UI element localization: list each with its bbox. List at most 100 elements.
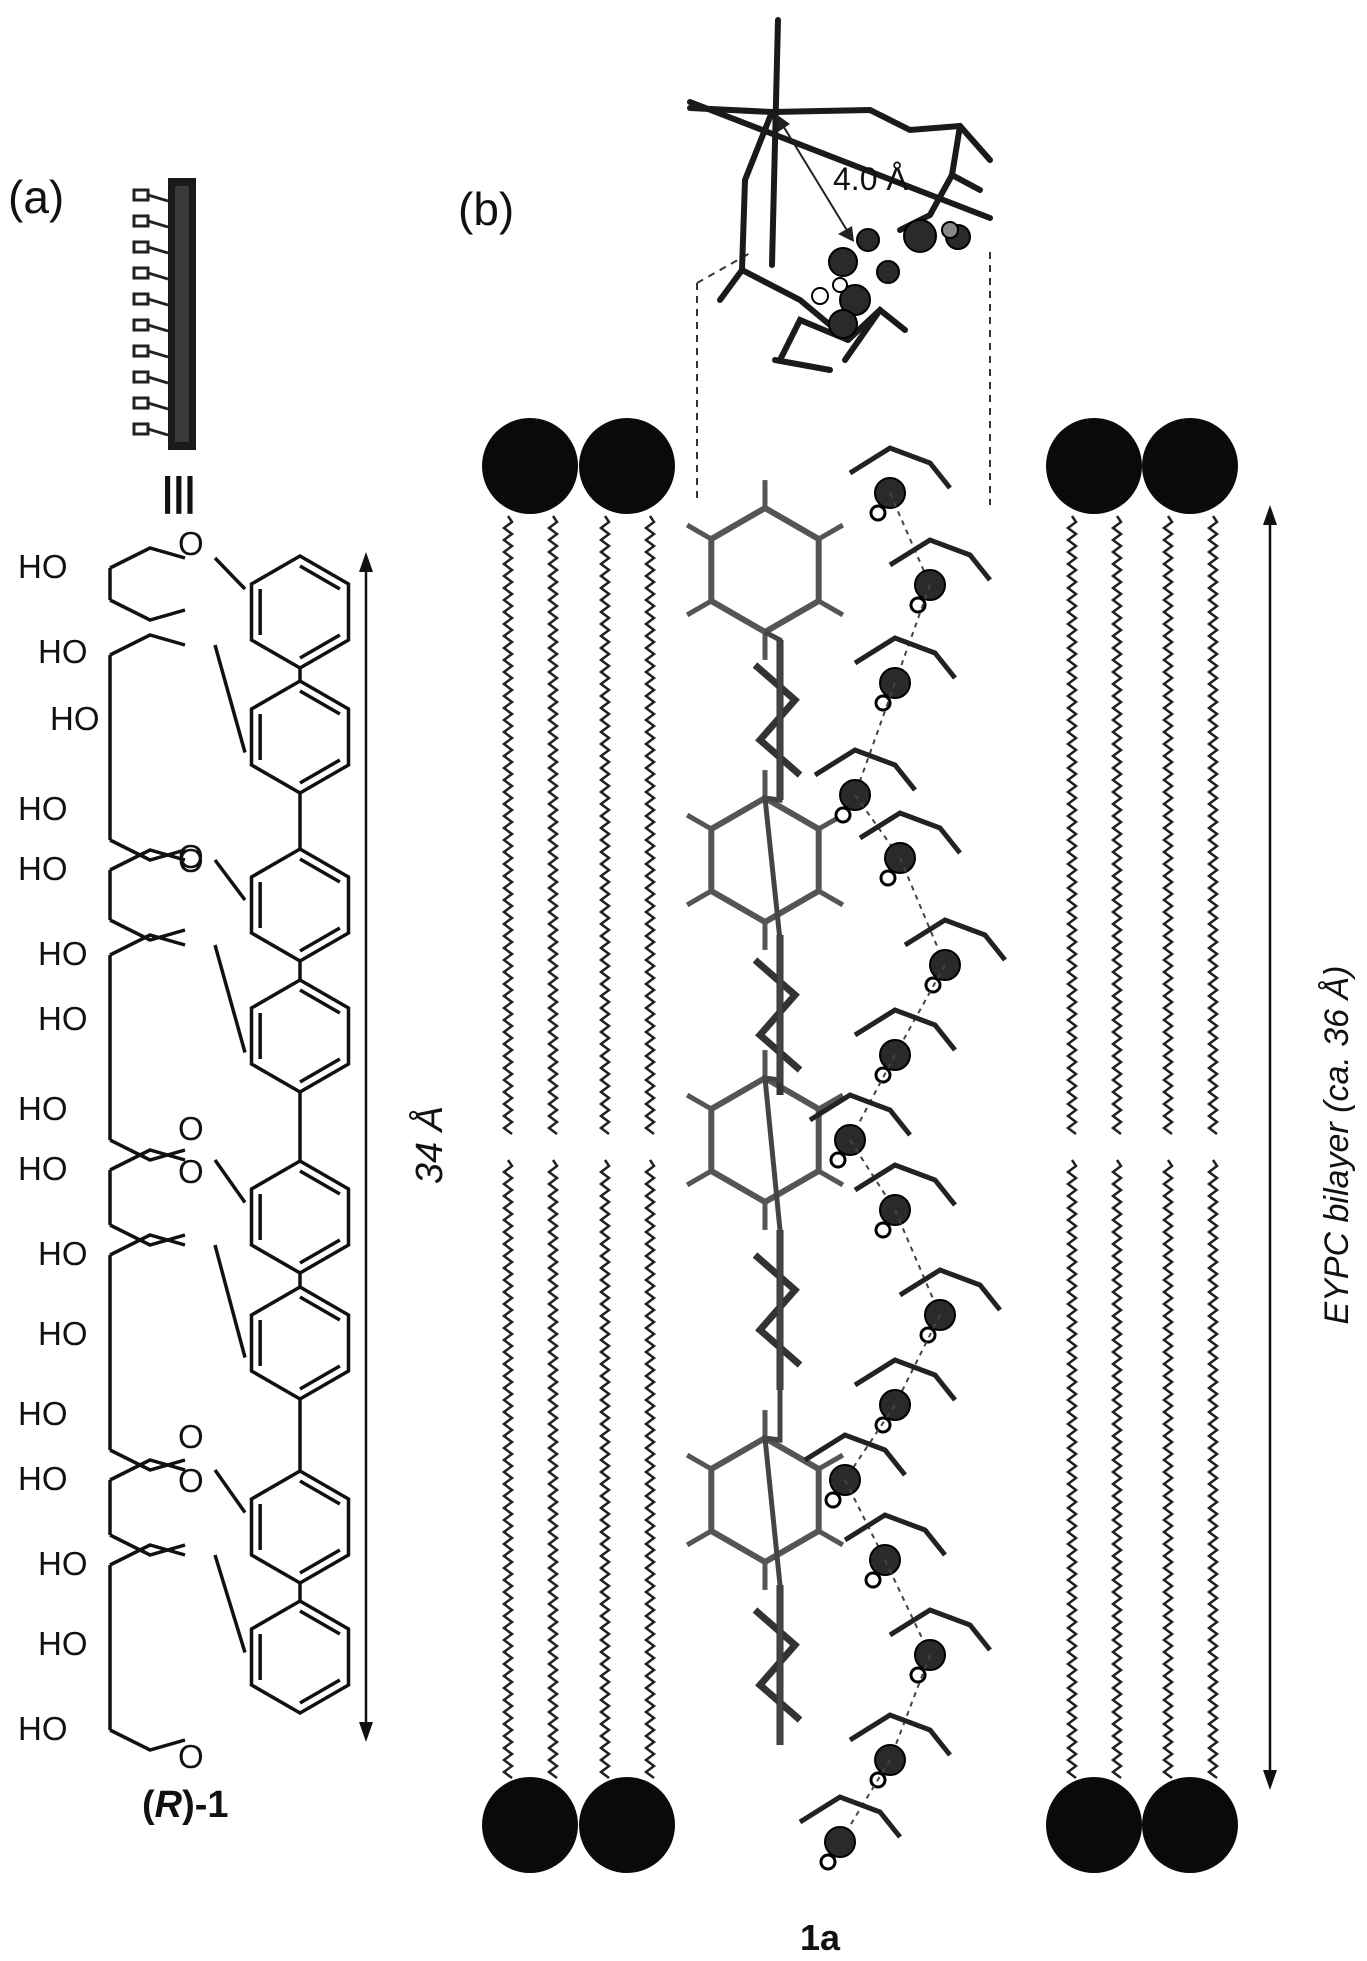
hydrogen-bond-line xyxy=(685,812,713,832)
side-chain xyxy=(903,917,1007,962)
benzene-ring xyxy=(249,1284,351,1402)
hydroxyl-hydrogen xyxy=(869,504,887,522)
hydroxyl-hydrogen xyxy=(834,806,852,824)
h-bond-dash xyxy=(839,1759,891,1843)
lipid-tail xyxy=(598,515,612,1135)
lipid-tail xyxy=(546,1159,560,1779)
side-chain xyxy=(853,1162,957,1207)
ho-label: HO xyxy=(18,1150,68,1187)
side-chain xyxy=(898,1267,1002,1312)
panel-a: (a) ||| HO HO HO HO HO HO HO HO HO HO HO… xyxy=(8,171,451,1826)
side-chain xyxy=(813,747,917,792)
ho-label: HO xyxy=(18,1090,68,1127)
top-view-molecule xyxy=(687,17,993,373)
strip-bit xyxy=(132,396,169,411)
ho-label: HO xyxy=(38,1315,88,1352)
hydrogen-bond-line xyxy=(685,522,713,542)
strip-bit xyxy=(132,344,169,359)
double-bond xyxy=(299,1479,341,1506)
ho-label: HO xyxy=(38,1000,88,1037)
glycerol-chain xyxy=(108,848,247,942)
ho-label: HO xyxy=(38,1545,88,1582)
hydroxyl-hydrogen xyxy=(819,1853,837,1871)
hydrogen-bond-line xyxy=(685,598,713,618)
lipid-head-circle xyxy=(1046,1777,1142,1873)
backbone xyxy=(762,629,783,1745)
ho-label: HO xyxy=(18,790,68,827)
panel-a-label: (a) xyxy=(8,171,64,223)
side-chain xyxy=(803,1432,907,1477)
ether-o-label: O xyxy=(178,1110,204,1147)
double-bond xyxy=(299,564,341,591)
strip-bit xyxy=(132,318,169,333)
glycerol-chain xyxy=(108,1233,247,1472)
top-view-oxygens xyxy=(811,219,971,339)
double-bond xyxy=(299,1364,341,1391)
ho-label: HO xyxy=(18,1710,68,1747)
lipid-tail xyxy=(1161,1159,1175,1779)
hydrogen-bond-line xyxy=(817,1452,845,1472)
distance-arrow xyxy=(776,114,854,242)
hydroxyl-hydrogen xyxy=(864,1571,882,1589)
side-chain xyxy=(888,1607,992,1652)
strip-bit xyxy=(132,292,169,307)
hydrogen-bond-line xyxy=(817,1092,845,1112)
hydrogen-bond-line xyxy=(817,1528,845,1548)
lipid-head-circle xyxy=(482,1777,578,1873)
hydrogen-bond-line xyxy=(817,522,845,542)
r1-structure xyxy=(108,546,351,1752)
h-bond-dash xyxy=(849,1054,896,1141)
lipid-tails xyxy=(501,515,1220,1779)
lipid-head-circle xyxy=(579,418,675,514)
double-bond xyxy=(299,1548,341,1575)
hydroxyl-hydrogen xyxy=(879,869,897,887)
strip-bit xyxy=(132,422,169,437)
side-chain xyxy=(853,635,957,680)
double-bond xyxy=(299,1169,341,1196)
triple-bond-symbol: ||| xyxy=(162,470,196,514)
h-bond-dash xyxy=(889,1654,931,1761)
ho-label: HO xyxy=(50,700,100,737)
benzene-ring xyxy=(249,1468,351,1586)
h-bond-dash xyxy=(894,1209,941,1316)
lipid-tail xyxy=(1065,515,1079,1135)
hydrogen-bond-line xyxy=(817,888,845,908)
hydroxyl-hydrogen xyxy=(919,1326,937,1344)
double-bond xyxy=(299,1609,341,1636)
lipid-tail xyxy=(501,1159,515,1779)
glycerol-chain xyxy=(108,546,247,622)
aryl-ring xyxy=(708,504,822,636)
benzene-ring xyxy=(249,1158,351,1276)
hydrogen-bond-line xyxy=(685,1092,713,1112)
lipid-tail xyxy=(1110,515,1124,1135)
double-bond xyxy=(299,633,341,660)
benzene-ring xyxy=(249,977,351,1095)
hydroxyl-hydrogen xyxy=(874,1066,892,1084)
bilayer-arrow xyxy=(1263,505,1277,1790)
h-bond-dash xyxy=(899,857,946,966)
compound-label-r1: (R)-1 xyxy=(142,1784,229,1826)
lipid-head-circle xyxy=(1046,418,1142,514)
h-bond-dash xyxy=(889,492,931,586)
side-chain xyxy=(888,537,992,582)
lipid-tail xyxy=(1161,515,1175,1135)
ether-o-label: O xyxy=(178,525,204,562)
ho-label: HO xyxy=(18,850,68,887)
hydroxyl-hydrogen xyxy=(874,1221,892,1239)
double-bond xyxy=(299,988,341,1015)
compound-label-1a: 1a xyxy=(800,1917,841,1958)
panel-b-label: (b) xyxy=(458,183,514,235)
model-strip-image xyxy=(132,178,196,450)
side-chain xyxy=(808,1092,912,1137)
length-label: 34 Å xyxy=(407,1106,451,1184)
ho-label: HO xyxy=(18,548,68,585)
ho-label: HO xyxy=(38,633,88,670)
lipid-tail xyxy=(1065,1159,1079,1779)
distance-label: 4.0 Å xyxy=(833,161,908,197)
double-bond xyxy=(299,758,341,785)
side-chain xyxy=(848,445,952,490)
lipid-tail xyxy=(1206,515,1220,1135)
hydroxyl-hydrogen xyxy=(874,1416,892,1434)
hydrogen-bond-line xyxy=(685,888,713,908)
